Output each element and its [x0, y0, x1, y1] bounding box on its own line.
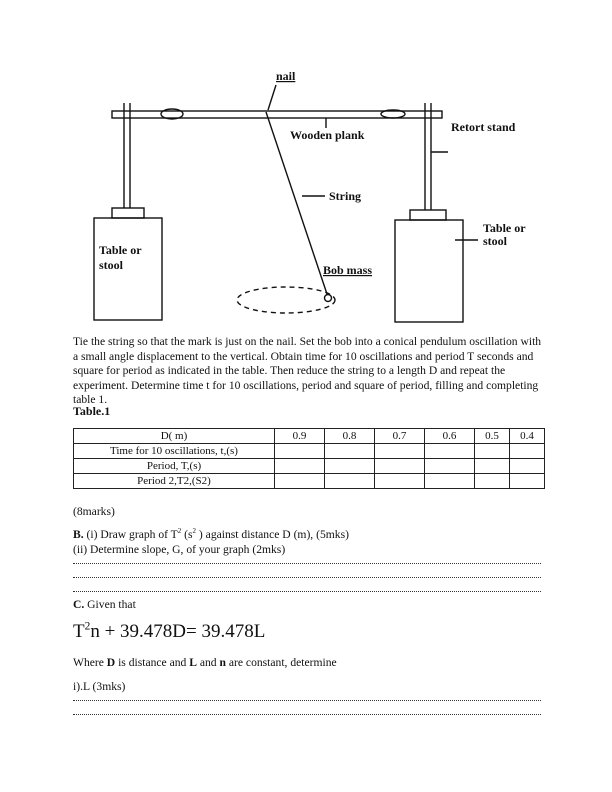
where-text: Where [73, 656, 107, 669]
where-line: Where D is distance and L and n are cons… [73, 656, 337, 669]
part-b-text-c: (s [181, 528, 193, 541]
table-row: Period, T,(s) [73, 458, 545, 474]
sup: 2 [192, 527, 197, 536]
var-l: L [189, 656, 197, 669]
part-c-label: C. [73, 598, 85, 611]
part-b-line1: B. (i) Draw graph of T2 (s2 ) against di… [73, 528, 349, 541]
d-value: 0.4 [509, 428, 545, 444]
table-row: D( m) 0.9 0.8 0.7 0.6 0.5 0.4 [73, 428, 545, 444]
empty-cell[interactable] [474, 473, 510, 489]
where-text: are constant, determine [225, 656, 337, 669]
d-value: 0.6 [424, 428, 475, 444]
d-value: 0.7 [374, 428, 425, 444]
var-n: n [219, 656, 226, 669]
empty-cell[interactable] [509, 473, 545, 489]
empty-cell[interactable] [274, 458, 325, 474]
nail-label: nail [276, 69, 296, 83]
pendulum-apparatus-diagram: nail Wooden plank Retort stand String Bo… [93, 69, 526, 323]
sup: 2 [177, 527, 182, 536]
bob-mass [323, 293, 333, 303]
empty-cell[interactable] [424, 458, 475, 474]
part-c-text: Given that [84, 598, 136, 611]
bob-mass-label: Bob mass [323, 263, 372, 277]
pendulum-string [265, 111, 329, 298]
where-text: and [196, 656, 220, 669]
empty-cell[interactable] [374, 443, 425, 459]
retort-stand-label: Retort stand [451, 120, 516, 134]
instructions-paragraph: Tie the string so that the mark is just … [73, 335, 542, 407]
empty-cell[interactable] [424, 473, 475, 489]
row-label-period-squared: Period 2,T2,(S2) [73, 473, 275, 489]
part-c-line: C. Given that [73, 598, 136, 611]
empty-cell[interactable] [474, 443, 510, 459]
empty-cell[interactable] [424, 443, 475, 459]
part-b-line2: (ii) Determine slope, G, of your graph (… [73, 543, 286, 556]
row-label-period: Period, T,(s) [73, 458, 275, 474]
empty-cell[interactable] [509, 458, 545, 474]
equation: T2n + 39.478D= 39.478L [73, 621, 265, 643]
left-table-label-1: Table or [99, 243, 142, 257]
right-stand-base [409, 209, 447, 221]
string-label: String [329, 189, 361, 203]
data-table: D( m) 0.9 0.8 0.7 0.6 0.5 0.4 Time for 1… [73, 428, 545, 489]
right-table-label-2: stool [483, 234, 508, 248]
right-table [394, 219, 464, 323]
empty-cell[interactable] [274, 473, 325, 489]
empty-cell[interactable] [324, 458, 375, 474]
table-title: Table.1 [73, 404, 111, 418]
left-stand-base [111, 207, 145, 219]
eq-t: T [73, 621, 85, 642]
empty-cell[interactable] [274, 443, 325, 459]
empty-cell[interactable] [374, 458, 425, 474]
part-b-text-e: ) against distance D (m), (5mks) [196, 528, 349, 541]
answer-line[interactable] [73, 563, 541, 564]
where-text: is distance and [115, 656, 190, 669]
eq-rest: n + 39.478D= 39.478L [90, 621, 266, 642]
d-value: 0.8 [324, 428, 375, 444]
part-b-text-a: (i) Draw graph of T [83, 528, 178, 541]
answer-line[interactable] [73, 577, 541, 578]
wooden-plank-label: Wooden plank [290, 128, 365, 142]
question-i: i).L (3mks) [73, 680, 126, 693]
row-label-d: D( m) [73, 428, 275, 444]
empty-cell[interactable] [509, 443, 545, 459]
conical-path [236, 286, 336, 314]
left-table-label-2: stool [99, 258, 124, 272]
answer-line[interactable] [73, 700, 541, 701]
wooden-plank [111, 110, 443, 119]
right-table-label-1: Table or [483, 221, 526, 235]
answer-line[interactable] [73, 591, 541, 592]
row-label-time: Time for 10 oscillations, t,(s) [73, 443, 275, 459]
d-value: 0.5 [474, 428, 510, 444]
d-value: 0.9 [274, 428, 325, 444]
table-row: Time for 10 oscillations, t,(s) [73, 443, 545, 459]
part-b-label: B. [73, 528, 84, 541]
marks-8: (8marks) [73, 505, 115, 518]
empty-cell[interactable] [324, 473, 375, 489]
eq-sup: 2 [84, 620, 91, 633]
empty-cell[interactable] [324, 443, 375, 459]
var-d: D [106, 656, 116, 669]
empty-cell[interactable] [474, 458, 510, 474]
empty-cell[interactable] [374, 473, 425, 489]
answer-line[interactable] [73, 714, 541, 715]
table-row: Period 2,T2,(S2) [73, 473, 545, 489]
